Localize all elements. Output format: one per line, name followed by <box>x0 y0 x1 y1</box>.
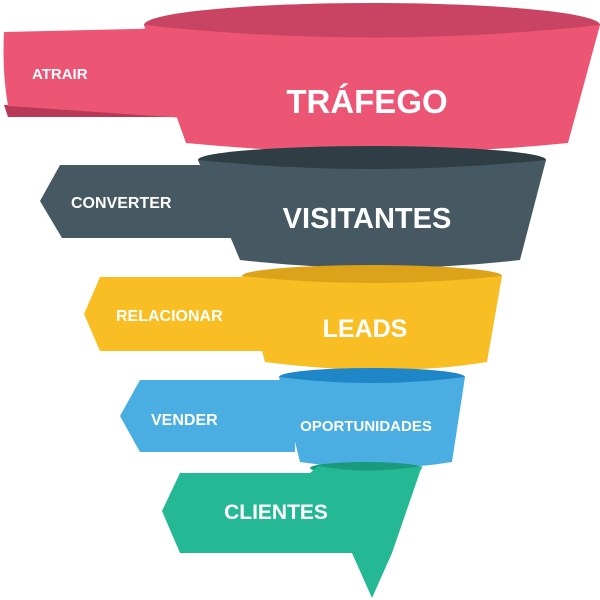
stage-4-tab <box>120 380 295 452</box>
funnel-stage-leads: RELACIONAR LEADS <box>84 265 502 370</box>
stage-5-label: CLIENTES <box>224 501 328 524</box>
stage-1-body <box>144 25 600 153</box>
funnel-stage-oportunidades: VENDER OPORTUNIDADES <box>120 368 465 468</box>
stage-2-action: CONVERTER <box>71 195 172 212</box>
stage-3-body <box>242 276 502 370</box>
funnel-stage-clientes: CLIENTES <box>162 462 422 598</box>
stage-4-action: VENDER <box>151 412 218 429</box>
stage-2-tab <box>40 165 240 238</box>
stage-3-label: LEADS <box>323 315 408 343</box>
stage-4-label: OPORTUNIDADES <box>300 418 432 435</box>
funnel-stage-visitantes: CONVERTER VISITANTES <box>40 146 546 268</box>
stage-3-tab <box>84 277 265 351</box>
stage-3-action: RELACIONAR <box>116 308 223 325</box>
stage-2-label: VISITANTES <box>283 203 452 235</box>
stage-5-body <box>162 466 422 598</box>
funnel-stage-trafego: ATRAIR TRÁFEGO <box>3 3 600 153</box>
stage-4-body <box>279 377 465 468</box>
stage-1-label: TRÁFEGO <box>286 83 447 120</box>
stage-2-body <box>198 160 546 268</box>
stage-1-action: ATRAIR <box>32 66 88 83</box>
stage-1-tab <box>3 28 185 118</box>
